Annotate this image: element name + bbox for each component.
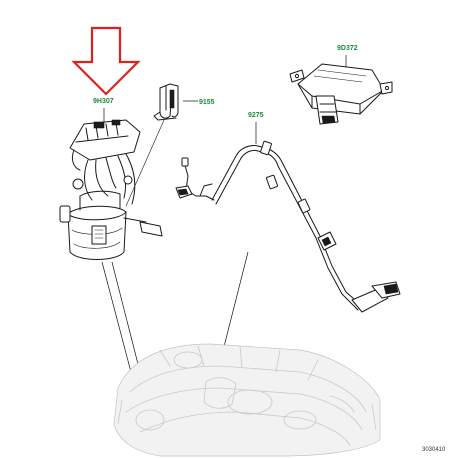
down-arrow-outline-icon (71, 26, 141, 96)
reference-code: 3030410 (422, 447, 446, 453)
label-fuel-line: 9275 (248, 112, 264, 119)
label-bracket: 9155 (199, 99, 215, 106)
fuel-pump-module (59, 119, 163, 260)
label-fuel-pump: 9H307 (93, 98, 114, 105)
bracket (153, 83, 179, 121)
fuel-line-harness (175, 140, 401, 313)
label-control-module: 9D372 (337, 45, 358, 52)
fuel-pump-control-module (289, 63, 393, 125)
fuel-tank-ghost (113, 343, 381, 457)
bracket-strap (125, 119, 165, 207)
